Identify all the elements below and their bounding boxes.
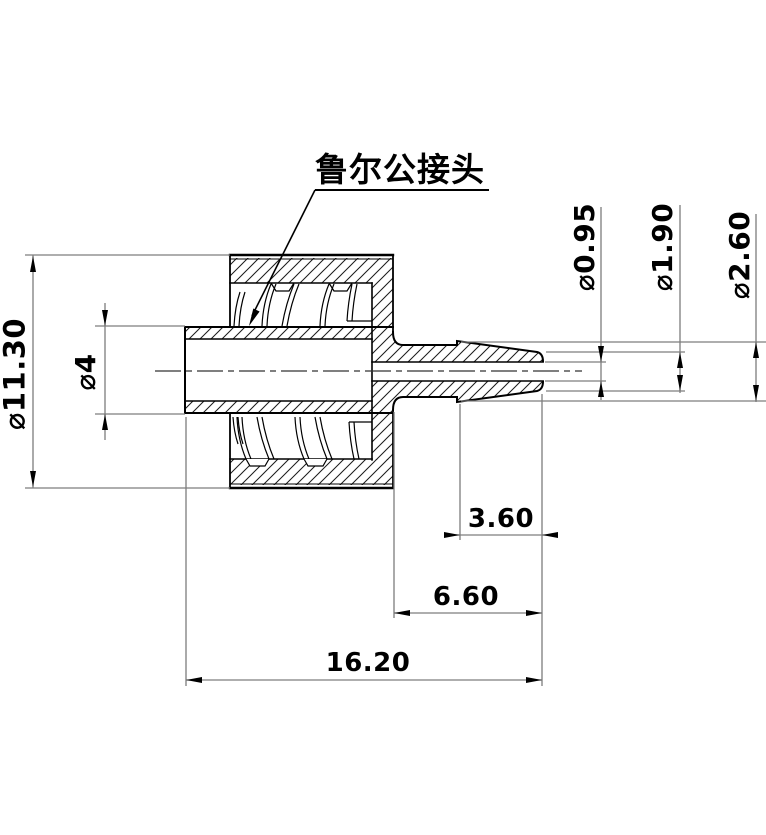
callout-leader-line [249, 189, 489, 326]
part-cross-section [184, 253, 545, 490]
dim-stem-length: 6.60 [432, 582, 500, 612]
dim-barb-outer-diameter: ⌀2.60 [723, 210, 756, 300]
dim-barb-length: 3.60 [467, 504, 535, 534]
dim-luer-taper-diameter: ⌀4 [69, 353, 102, 391]
dim-tip-outer-diameter: ⌀1.90 [646, 202, 679, 292]
dim-bore-diameter: ⌀0.95 [568, 202, 601, 292]
leader-arrowhead [249, 308, 260, 326]
dim-overall-length: 16.20 [325, 648, 411, 678]
thread-profiles [232, 282, 372, 467]
section-hatching [185, 258, 543, 485]
dimension-arrowheads [30, 256, 759, 683]
dim-collar-outer-diameter: ⌀11.30 [0, 317, 32, 431]
part-callout-label: 鲁尔公接头 [315, 150, 485, 189]
